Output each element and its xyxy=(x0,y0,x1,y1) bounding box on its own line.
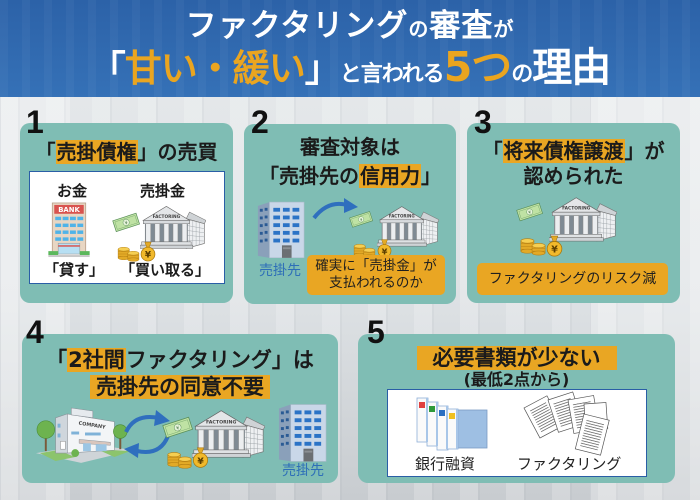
customer-label: 売掛先 xyxy=(259,263,301,279)
binders-icon xyxy=(416,397,488,451)
illustration-box: 銀行融資 ファクタリング xyxy=(387,389,647,477)
page-title-line1: ファクタリングの審査が xyxy=(185,8,515,44)
illustration-box: お金 売掛金 「貸す」 「買い取る」 xyxy=(29,171,225,284)
customer-label: 売掛先 xyxy=(282,463,324,479)
card-title: 「売掛債権」の売買 xyxy=(35,140,218,164)
bank-loan-caption: 銀行融資 xyxy=(415,455,476,473)
card-title-line2: 売掛先の同意不要 xyxy=(22,374,338,400)
note-box: ファクタリングのリスク減 xyxy=(477,263,668,295)
money-bag-icon xyxy=(192,447,209,468)
banknote-icon xyxy=(162,416,193,438)
reason-card-4: 「2社間ファクタリング」は 売掛先の同意不要 売掛先 xyxy=(22,334,338,483)
reason-card-2: 審査対象は 「売掛先の信用力」 売掛先 確実に「売掛金」が 支払われるのか xyxy=(244,124,456,304)
reason-card-3: 「将来債権譲渡」が 認められた ファクタリングのリスク減 xyxy=(467,123,680,303)
title-accent: 甘い・緩い xyxy=(124,47,306,90)
header-banner: ファクタリングの審査が 「甘い・緩い」と言われる5つの理由 xyxy=(0,0,700,97)
exchange-arrows-icon xyxy=(124,410,170,458)
reason-number: 4 xyxy=(26,314,44,350)
reason-number: 5 xyxy=(367,314,385,350)
card-title-line2: 「売掛先の信用力」 xyxy=(259,164,441,188)
note-box: 確実に「売掛金」が 支払われるのか xyxy=(307,255,445,295)
factoring-caption: ファクタリング xyxy=(517,455,622,473)
office-building-icon xyxy=(257,201,305,258)
money-bag-icon xyxy=(546,235,563,257)
documents-icon xyxy=(523,391,610,456)
coins-icon xyxy=(520,238,546,256)
reason-card-1: 「売掛債権」の売買 お金 売掛金 「貸す」 「買い取る」 xyxy=(20,123,233,303)
title-highlight: 必要書類が少ない xyxy=(416,346,617,370)
banknote-icon xyxy=(516,202,543,222)
page-title-line2: 「甘い・緩い」と言われる5つの理由 xyxy=(89,43,611,91)
card-title-line1: 「2社間ファクタリング」は xyxy=(46,348,314,372)
title-count: 5つ xyxy=(443,43,513,91)
bank-icon xyxy=(48,202,90,258)
receivable-label: 売掛金 xyxy=(140,182,186,200)
reason-card-5: 必要書類が少ない (最低2点から) xyxy=(358,334,675,483)
reason-number: 1 xyxy=(26,104,44,140)
card-title-line1: 「将来債権譲渡」が xyxy=(482,139,665,163)
card-title-line2: 認められた xyxy=(523,164,624,188)
purchase-caption: 「買い取る」 xyxy=(120,261,211,279)
title-highlight: 将来債権譲渡 xyxy=(502,139,625,163)
lend-caption: 「貸す」 xyxy=(44,261,105,279)
money-label: お金 xyxy=(57,182,88,200)
title-highlight: 売掛先の同意不要 xyxy=(90,375,270,399)
reason-number: 2 xyxy=(251,104,269,140)
office-building-icon xyxy=(278,404,327,462)
title-highlight: 売掛債権 xyxy=(55,140,138,164)
card-title-line1: 必要書類が少ない xyxy=(358,345,675,371)
coins-icon xyxy=(167,452,192,469)
coins-icon xyxy=(117,247,140,262)
company-building-icon xyxy=(36,407,134,463)
banknote-icon xyxy=(112,212,140,232)
title-highlight: 信用力 xyxy=(359,164,421,188)
banknote-icon xyxy=(349,211,373,228)
card-title-line1: 審査対象は xyxy=(300,135,400,159)
title-highlight: 2社間 xyxy=(67,348,126,372)
money-bag-icon xyxy=(140,241,156,262)
curved-arrow-icon xyxy=(312,198,358,220)
reason-number: 3 xyxy=(474,104,492,140)
card-title-line2: (最低2点から) xyxy=(463,370,570,389)
